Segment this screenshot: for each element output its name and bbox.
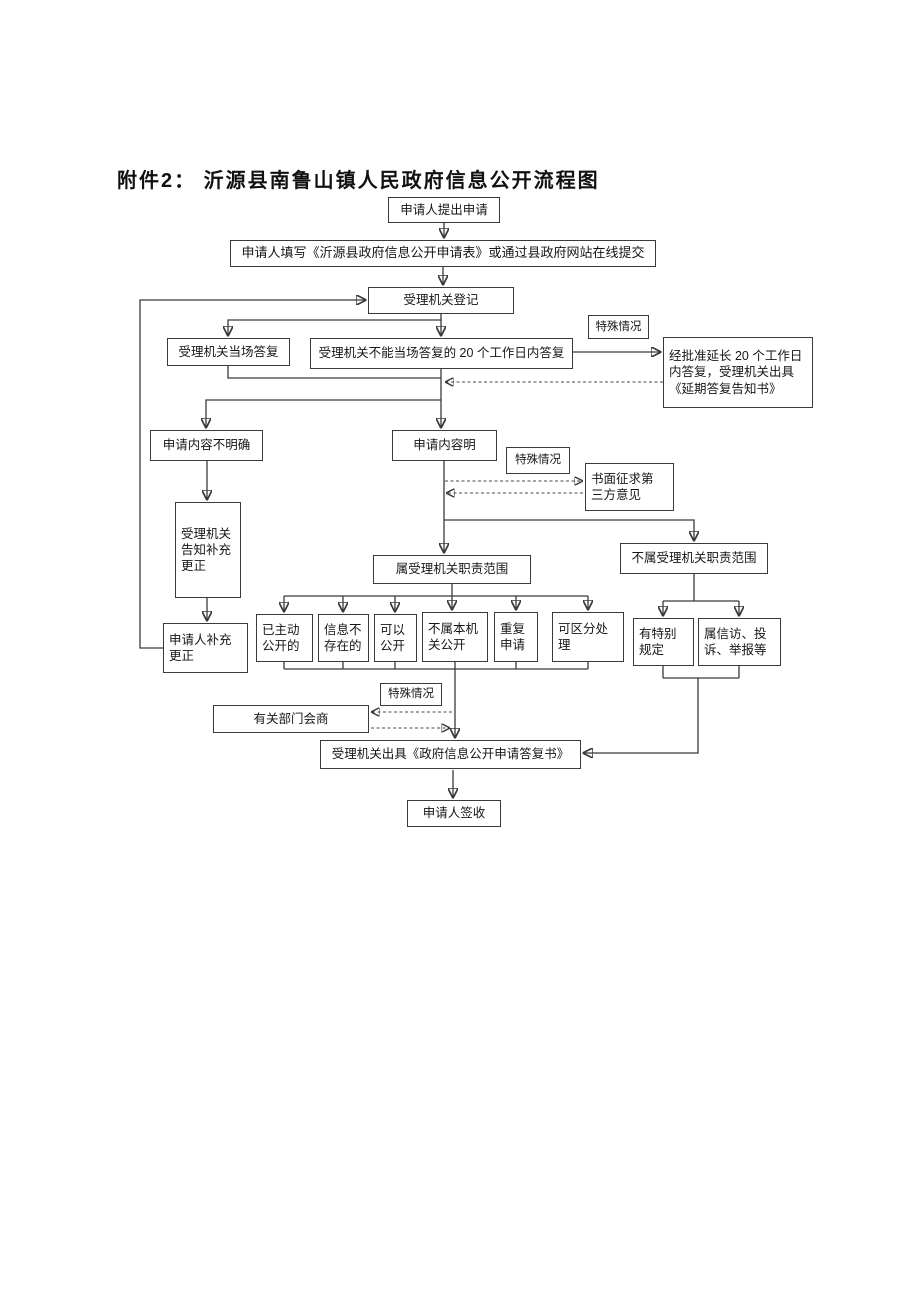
- flow-node-fill-form: 申请人填写《沂源县政府信息公开申请表》或通过县政府网站在线提交: [230, 240, 656, 267]
- flow-node-out-scope: 不属受理机关职责范围: [620, 543, 768, 574]
- flow-node-reply-20days: 受理机关不能当场答复的 20 个工作日内答复: [310, 338, 573, 369]
- flow-node-onspot-reply: 受理机关当场答复: [167, 338, 290, 366]
- flow-node-content-unclear: 申请内容不明确: [150, 430, 263, 461]
- connector: [663, 574, 739, 602]
- flow-node-special-case-2: 特殊情况: [506, 447, 570, 474]
- flow-node-in-scope: 属受理机关职责范围: [373, 555, 531, 584]
- flow-node-extension: 经批准延长 20 个工作日 内答复，受理机关出具 《延期答复告知书》: [663, 337, 813, 408]
- connector: [283, 662, 589, 670]
- flow-node-start: 申请人提出申请: [388, 197, 500, 223]
- connector: [444, 519, 694, 540]
- flow-node-not-this-org: 不属本机 关公开: [422, 612, 488, 662]
- flow-node-applicant-supplement: 申请人补充 更正: [163, 623, 248, 673]
- connector: [584, 678, 699, 753]
- flow-node-notify-supplement: 受理机关 告知补充 更正: [175, 502, 241, 598]
- flow-node-reply-doc: 受理机关出具《政府信息公开申请答复书》: [320, 740, 581, 769]
- flow-node-nonexistent: 信息不 存在的: [318, 614, 369, 662]
- flow-node-consult: 有关部门会商: [213, 705, 369, 733]
- flow-node-content-clear: 申请内容明: [392, 430, 497, 461]
- flow-node-third-party: 书面征求第 三方意见: [585, 463, 674, 511]
- connector: [284, 584, 588, 597]
- connector: [206, 399, 441, 427]
- flow-node-can-open: 可以 公开: [374, 614, 417, 662]
- flow-node-register: 受理机关登记: [368, 287, 514, 314]
- flow-node-petition: 属信访、投 诉、举报等: [698, 618, 781, 666]
- flow-node-duplicate: 重复 申请: [494, 612, 538, 662]
- flow-node-sign: 申请人签收: [407, 800, 501, 827]
- flow-node-separable: 可区分处 理: [552, 612, 624, 662]
- connector: [662, 666, 740, 679]
- attachment-title: 附件2： 沂源县南鲁山镇人民政府信息公开流程图: [117, 170, 600, 192]
- flow-node-special-case-1: 特殊情况: [588, 315, 649, 339]
- flow-node-special-rule: 有特别 规定: [633, 618, 694, 666]
- flow-node-special-case-3: 特殊情况: [380, 683, 442, 706]
- connector: [228, 314, 442, 335]
- flow-node-proactive: 已主动 公开的: [256, 614, 313, 662]
